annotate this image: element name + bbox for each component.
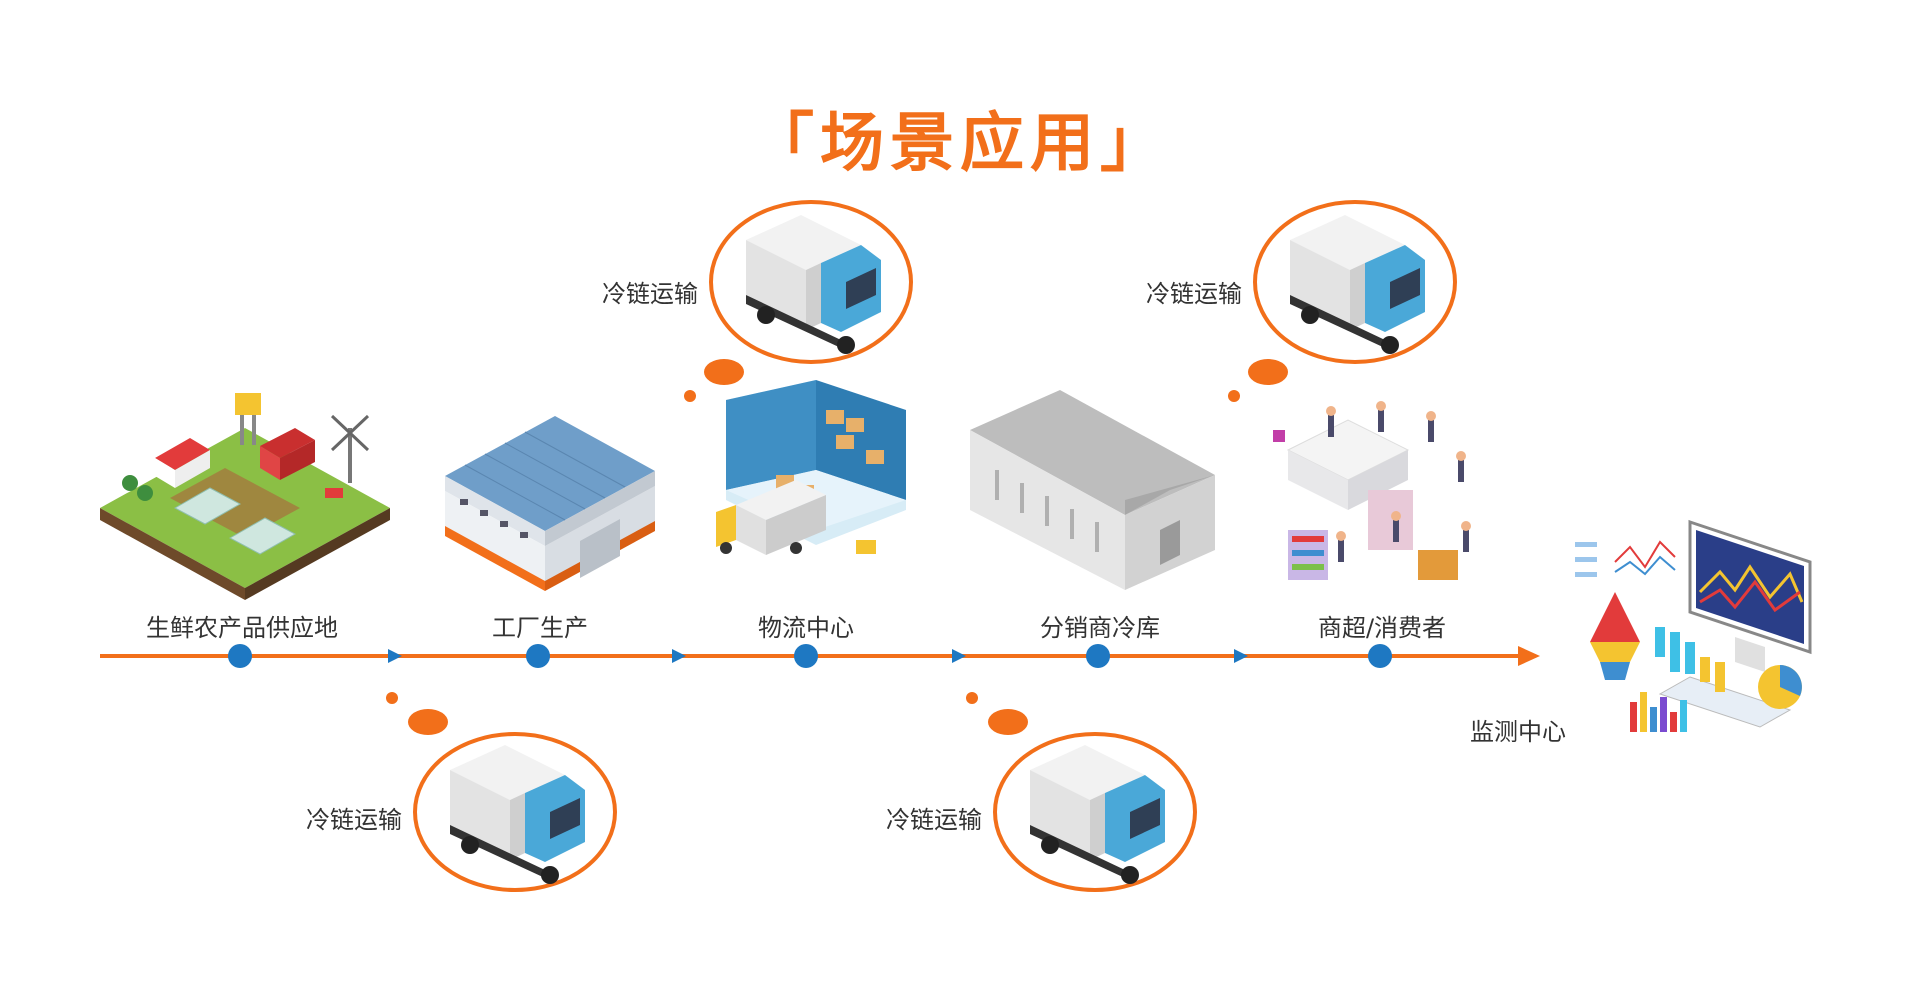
timeline-node xyxy=(526,644,550,668)
direction-arrow xyxy=(1234,649,1248,663)
timeline-arrowhead xyxy=(1518,646,1540,666)
data-dashboard-illustration xyxy=(1575,519,1812,732)
transport-label-bottom-2: 冷链运输 xyxy=(886,806,982,834)
transport-bubble-top-1 xyxy=(684,200,913,402)
monitor-label: 监测中心 xyxy=(1470,718,1566,746)
direction-arrow xyxy=(952,649,966,663)
direction-arrow xyxy=(388,649,402,663)
farm-illustration xyxy=(100,393,390,600)
truck-icon xyxy=(1290,215,1425,354)
factory-illustration xyxy=(445,416,655,591)
direction-arrow xyxy=(672,649,686,663)
warehouse-logistics-illustration xyxy=(716,380,906,555)
truck-icon xyxy=(450,745,585,884)
transport-bubble-bottom-2 xyxy=(966,692,1197,892)
timeline-node xyxy=(228,644,252,668)
transport-bubble-top-2 xyxy=(1228,200,1457,402)
transport-label-bottom-1: 冷链运输 xyxy=(306,806,402,834)
cold-storage-illustration xyxy=(970,390,1215,590)
transport-label-top-2: 冷链运输 xyxy=(1146,280,1242,308)
stage-label-farm: 生鲜农产品供应地 xyxy=(146,614,338,642)
timeline-node xyxy=(794,644,818,668)
stage-label-logistics: 物流中心 xyxy=(758,614,854,642)
stage-label-cold-storage: 分销商冷库 xyxy=(1040,614,1160,642)
truck-icon xyxy=(746,215,881,354)
supermarket-illustration xyxy=(1273,401,1471,580)
timeline-node xyxy=(1368,644,1392,668)
stage-label-factory: 工厂生产 xyxy=(492,614,588,642)
transport-label-top-1: 冷链运输 xyxy=(602,280,698,308)
stage-label-supermarket: 商超/消费者 xyxy=(1317,614,1447,642)
truck-icon xyxy=(1030,745,1165,884)
page-title: 「场景应用」 xyxy=(750,107,1170,181)
timeline-node xyxy=(1086,644,1110,668)
transport-bubble-bottom-1 xyxy=(386,692,617,892)
